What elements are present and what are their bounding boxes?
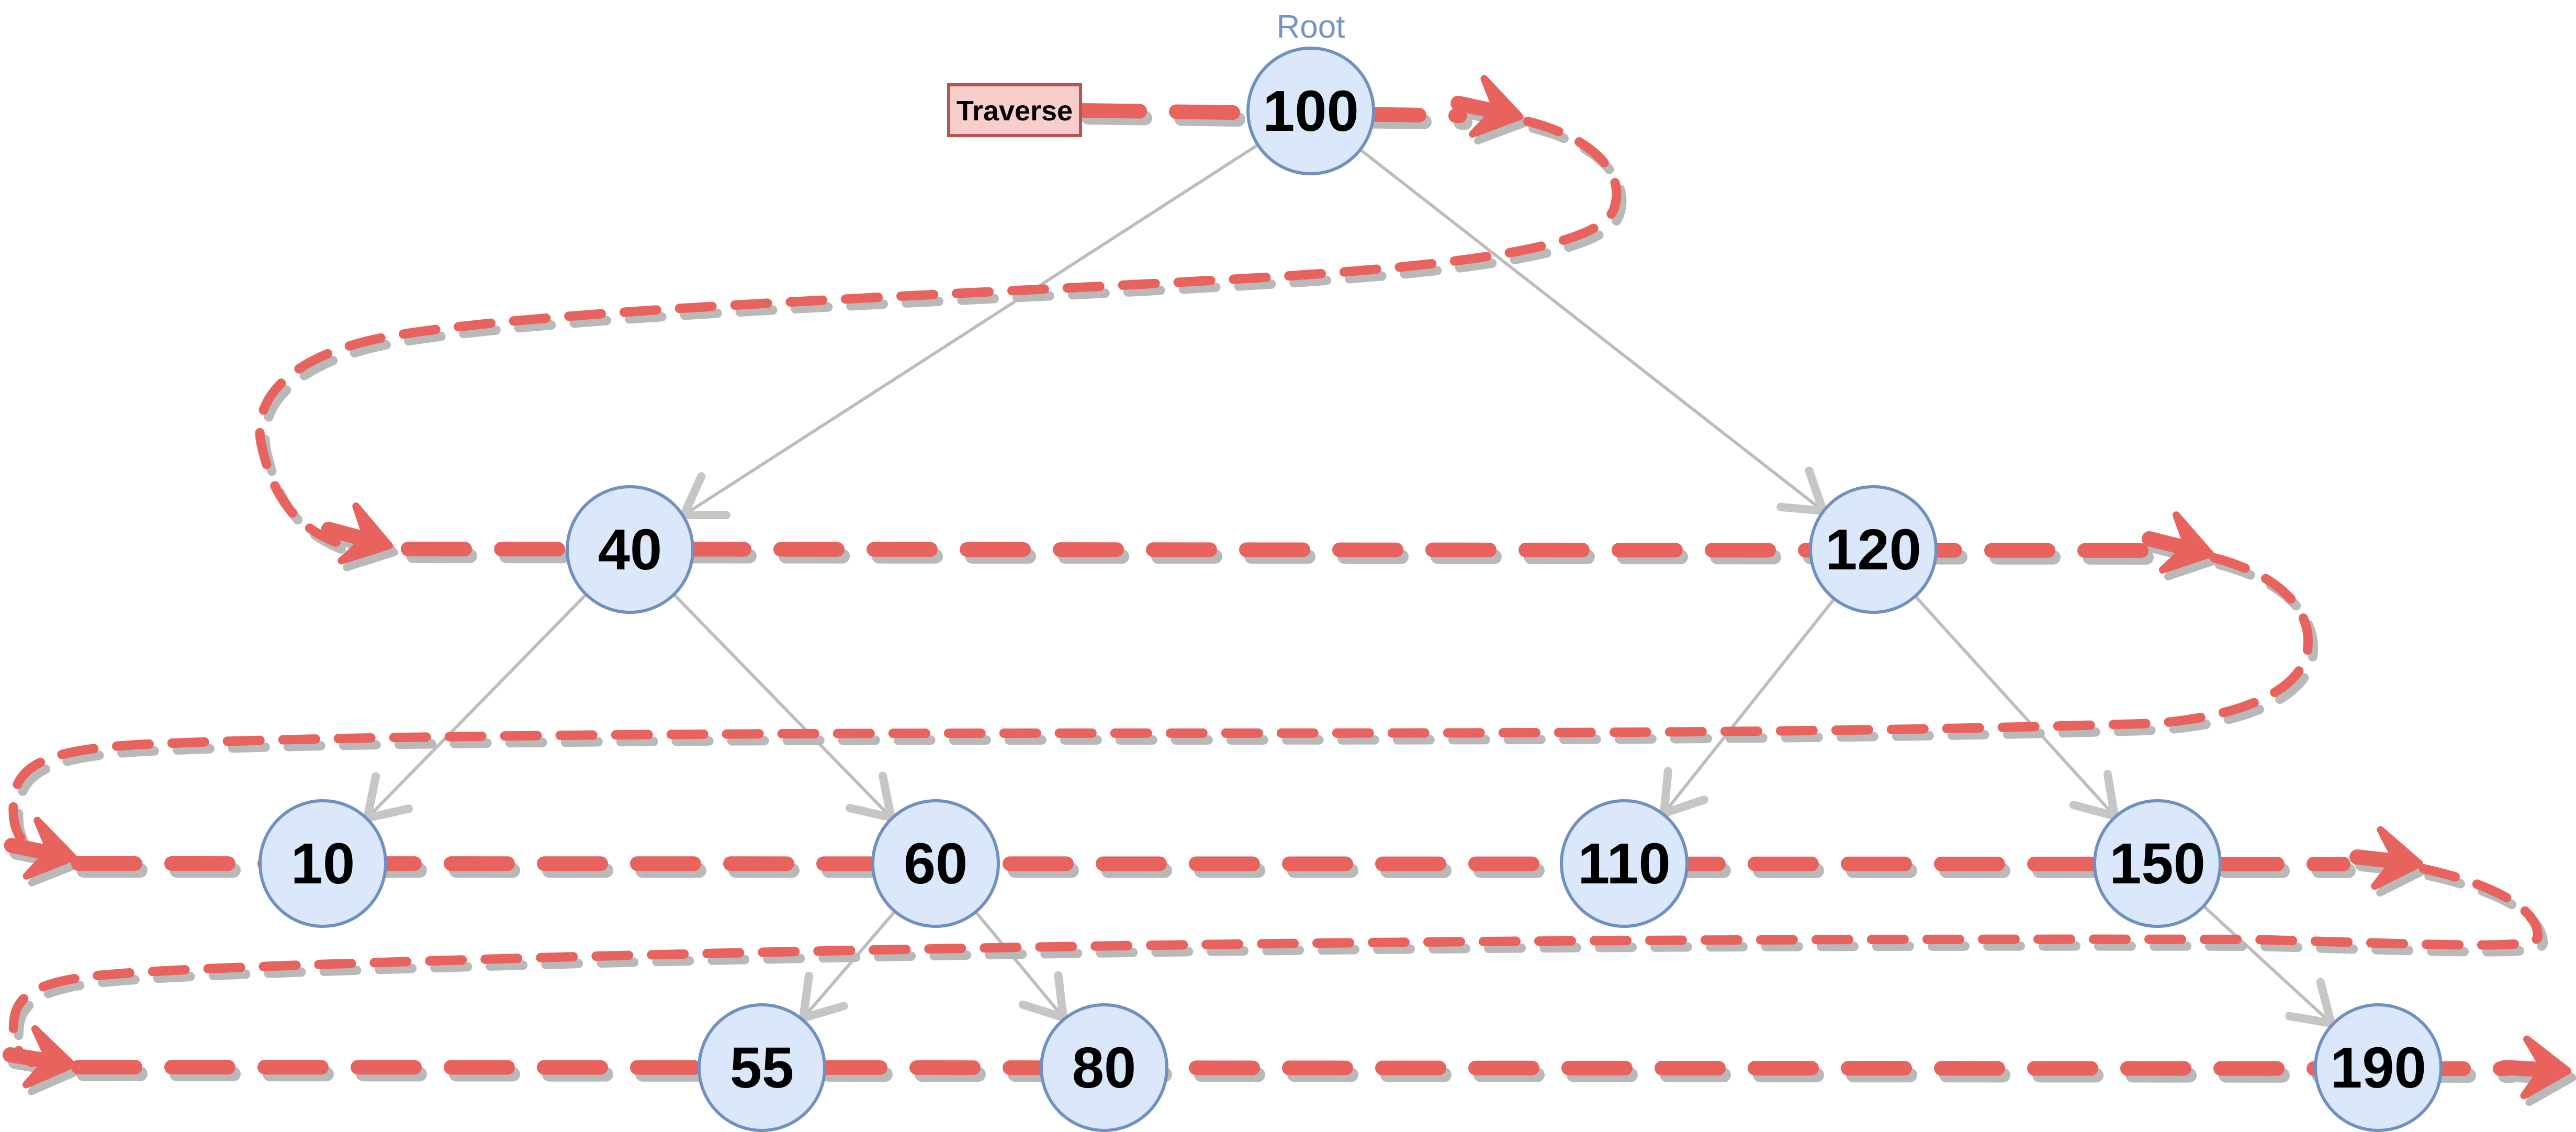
tree-node-110: 110 [1560,799,1689,928]
tree-edge-40-10 [363,593,587,822]
tree-edge-60-80 [975,911,1067,1022]
tree-edges [363,144,2335,1027]
tree-node-100: 100 [1246,47,1375,175]
traversal-connector-2-3 [13,558,2308,850]
node-value: 80 [1072,1036,1136,1100]
traverse-label-box [947,83,1082,137]
node-circle-120 [1809,485,1938,614]
node-value: 110 [1578,832,1670,896]
node-circle-60 [871,799,1000,928]
tree-edge-120-110 [1660,598,1835,817]
tree-node-10: 10 [258,799,387,928]
node-circle-40 [566,485,694,614]
node-value: 100 [1263,79,1359,143]
node-circle-150 [2093,799,2222,928]
traversal-path-shadow [11,81,2575,1105]
node-circle-10 [258,799,387,928]
node-circle-110 [1560,799,1689,928]
node-circle-100 [1246,47,1375,175]
traversal-arrow-icon [2503,1038,2570,1099]
tree-nodes: 100 40 120 10 60 110 150 55 [258,47,2443,1132]
tree-node-150: 150 [2093,799,2222,928]
node-value: 55 [730,1036,794,1100]
node-value: 60 [904,832,968,896]
traversal-arrow-icon [2354,827,2423,891]
tree-node-60: 60 [871,799,1000,928]
tree-edge-150-190 [2203,905,2335,1027]
tree-edge-100-120 [1359,149,1827,515]
tree-edge-60-55 [799,911,896,1022]
traverse-label-text: Traverse [957,95,1073,127]
tree-node-40: 40 [566,485,694,614]
tree-node-190: 190 [2314,1003,2443,1132]
node-value: 190 [2330,1036,2426,1100]
node-circle-55 [698,1003,826,1132]
node-circle-80 [1040,1003,1168,1132]
node-value: 150 [2109,832,2206,896]
tree-node-120: 120 [1809,485,1938,614]
node-value: 10 [291,832,355,896]
tree-edge-100-40 [680,144,1258,520]
node-value: 40 [598,518,662,582]
traverse-legend: Traverse [947,83,1082,137]
node-circle-190 [2314,1003,2443,1132]
root-annotation-label: Root [1277,9,1345,45]
tree-edge-40-60 [673,593,895,822]
tree-edge-120-150 [1915,596,2119,820]
node-value: 120 [1825,518,1921,582]
tree-node-55: 55 [698,1003,826,1132]
traversal-segment-level-4 [78,1067,2506,1069]
tree-node-80: 80 [1040,1003,1168,1132]
